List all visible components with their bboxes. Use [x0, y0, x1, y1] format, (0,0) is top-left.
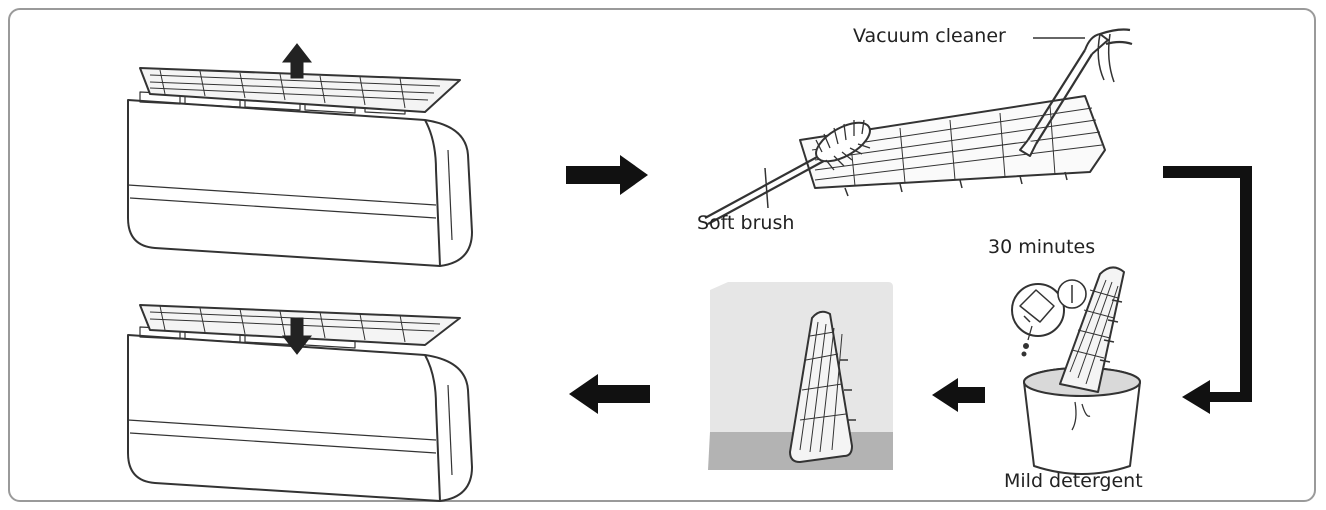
arrow-left-icon [569, 374, 650, 414]
arrow-left-icon [932, 378, 985, 412]
filter-cleaning-scene [704, 28, 1133, 225]
label-mild-detergent: Mild detergent [1004, 470, 1143, 492]
unit-filter-removal [127, 67, 473, 267]
soaking-bucket-scene [1011, 266, 1141, 475]
arrow-up-icon [281, 43, 313, 79]
label-soft-brush: Soft brush [697, 212, 795, 234]
arrow-right-icon [566, 155, 648, 195]
drying-filter-scene [708, 282, 893, 470]
label-vacuum-cleaner: Vacuum cleaner [853, 25, 1006, 47]
elbow-arrow-down-left-icon [1163, 166, 1252, 414]
arrow-down-icon [281, 317, 313, 355]
label-soak-time: 30 minutes [988, 236, 1096, 258]
